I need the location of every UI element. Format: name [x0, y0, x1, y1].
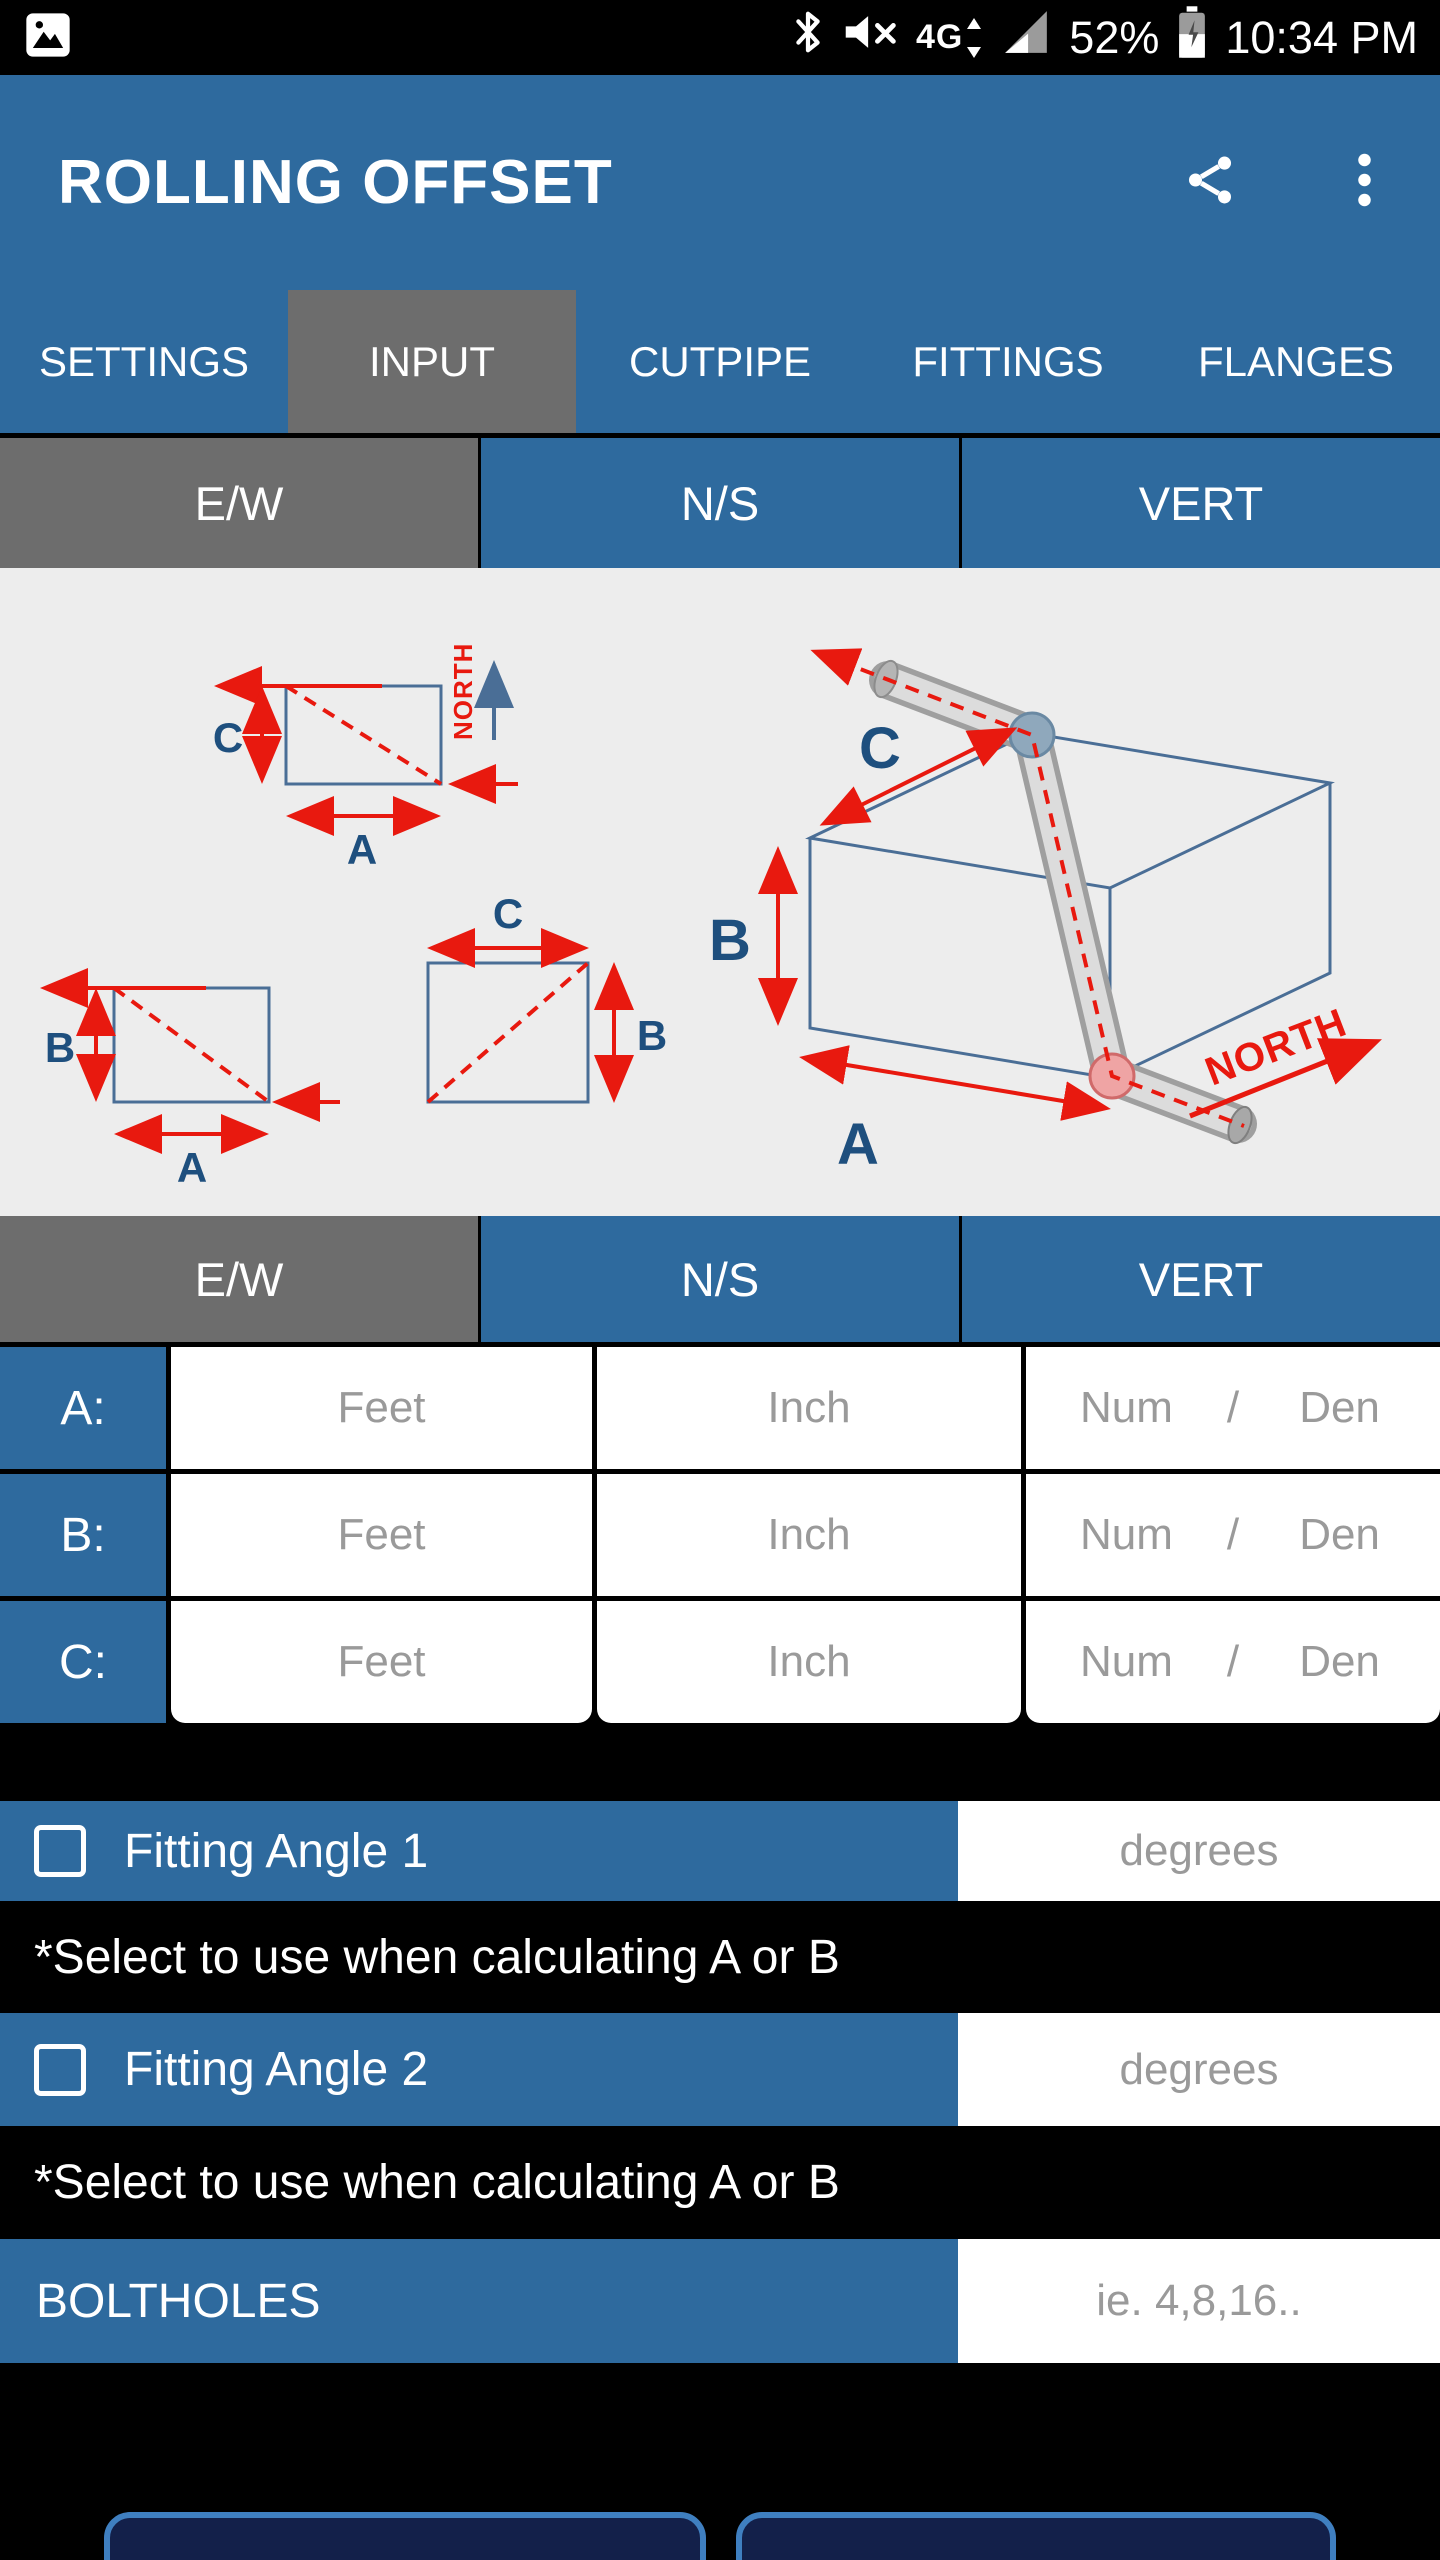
label-a-top: A: [347, 826, 377, 873]
label-b-iso: B: [709, 908, 751, 973]
plane-selector-top: E/W N/S VERT: [0, 438, 1440, 568]
mute-icon: [842, 9, 898, 66]
fitting-angle-1-row: Fitting Angle 1: [0, 1801, 1440, 1901]
a-feet-input[interactable]: [171, 1347, 592, 1469]
c-numerator-input[interactable]: [1056, 1601, 1197, 1723]
row-b-label: B:: [0, 1474, 166, 1596]
bluetooth-icon: [792, 7, 824, 68]
tab-input[interactable]: INPUT: [288, 290, 576, 433]
tab-settings[interactable]: SETTINGS: [38, 337, 250, 385]
status-bar: 4G 52% 10:34 PM: [0, 0, 1440, 75]
gallery-notification-icon: [22, 9, 74, 66]
fraction-slash: /: [1226, 1637, 1240, 1686]
fitting-angle-2-bar: Fitting Angle 2: [0, 2013, 958, 2126]
label-a-iso: A: [837, 1112, 879, 1177]
overflow-menu-icon[interactable]: [1357, 150, 1372, 215]
network-label: 4G: [915, 18, 964, 56]
fitting-angle-1-checkbox[interactable]: [34, 1825, 86, 1877]
signal-strength-icon: [1001, 7, 1051, 68]
fitting-angle-2-input[interactable]: [958, 2013, 1440, 2126]
row-c-label: C:: [0, 1601, 166, 1723]
diagram-3d-isometric: C B A NORTH: [709, 648, 1382, 1177]
fraction-slash: /: [1226, 1383, 1240, 1432]
label-a-bl: A: [177, 1144, 207, 1191]
row-b-fraction-cell: /: [1026, 1474, 1440, 1596]
label-c-mid: C: [493, 890, 523, 937]
row-c-feet-cell: [171, 1601, 592, 1723]
tab-cutpipe[interactable]: CUTPIPE: [628, 337, 812, 385]
label-b-mid: B: [637, 1012, 667, 1059]
diagram-2d-top: C A NORTH: [213, 643, 518, 873]
row-a-label: A:: [0, 1347, 166, 1469]
fitting-angle-2-label: Fitting Angle 2: [124, 2043, 429, 2096]
nav-tab-bar: SETTINGS INPUT CUTPIPE FITTINGS FLANGES: [0, 290, 1440, 438]
battery-icon: [1177, 5, 1207, 70]
footer: [0, 2363, 1440, 2560]
boltholes-label: BOLTHOLES: [36, 2274, 321, 2328]
row-c-fraction-cell: /: [1026, 1601, 1440, 1723]
action-button-right[interactable]: [736, 2512, 1336, 2560]
row-a-inch-cell: [597, 1347, 1021, 1469]
row-a-feet-cell: [171, 1347, 592, 1469]
fitting-angle-1-field-cell: [958, 1801, 1440, 1901]
plane-bottom-vert[interactable]: VERT: [959, 1216, 1440, 1342]
c-feet-input[interactable]: [171, 1601, 592, 1723]
page-title: ROLLING OFFSET: [58, 148, 613, 217]
tab-flanges[interactable]: FLANGES: [1197, 337, 1395, 385]
label-north-small: NORTH: [448, 643, 478, 740]
row-c-inch-cell: [597, 1601, 1021, 1723]
fitting-angle-2-row: Fitting Angle 2: [0, 2013, 1440, 2126]
pipe-3d: [869, 659, 1257, 1145]
fitting-angle-1-bar: Fitting Angle 1: [0, 1801, 958, 1901]
fitting-angle-2-field-cell: [958, 2013, 1440, 2126]
pipe-elbow-top: [1008, 711, 1056, 759]
app-bar: ROLLING OFFSET: [0, 75, 1440, 290]
fitting-note-1: *Select to use when calculating A or B: [0, 1901, 1440, 2013]
fraction-slash: /: [1226, 1510, 1240, 1559]
fitting-angle-2-checkbox[interactable]: [34, 2043, 86, 2096]
rolling-offset-diagram: C A NORTH B A C B: [0, 568, 1440, 1216]
diagram-2d-middle: C B: [426, 890, 667, 1104]
b-inch-input[interactable]: [597, 1474, 1021, 1596]
share-icon[interactable]: [1181, 151, 1239, 214]
tab-fittings[interactable]: FITTINGS: [912, 337, 1104, 385]
boltholes-field-cell: [958, 2239, 1440, 2363]
spacer: [0, 1723, 1440, 1801]
fitting-note-2: *Select to use when calculating A or B: [0, 2126, 1440, 2239]
a-denominator-input[interactable]: [1269, 1347, 1410, 1469]
fitting-angle-1-input[interactable]: [958, 1801, 1440, 1901]
row-b-feet-cell: [171, 1474, 592, 1596]
plane-top-ns[interactable]: N/S: [478, 438, 959, 568]
row-b-inch-cell: [597, 1474, 1021, 1596]
measurement-table: A: / B: / C: /: [0, 1342, 1440, 1723]
plane-bottom-ns[interactable]: N/S: [478, 1216, 959, 1342]
plane-selector-bottom: E/W N/S VERT: [0, 1216, 1440, 1342]
boltholes-row: BOLTHOLES: [0, 2239, 1440, 2363]
network-4g-icon: 4G: [916, 16, 983, 60]
b-denominator-input[interactable]: [1269, 1474, 1410, 1596]
diagram-2d-bottom-left: B A: [40, 968, 340, 1191]
action-button-left[interactable]: [104, 2512, 706, 2560]
a-numerator-input[interactable]: [1056, 1347, 1197, 1469]
plane-top-vert[interactable]: VERT: [959, 438, 1440, 568]
plane-top-ew[interactable]: E/W: [0, 438, 478, 568]
c-inch-input[interactable]: [597, 1601, 1021, 1723]
c-denominator-input[interactable]: [1269, 1601, 1410, 1723]
label-c-top: C: [213, 714, 243, 761]
b-numerator-input[interactable]: [1056, 1474, 1197, 1596]
fitting-angle-1-label: Fitting Angle 1: [124, 1824, 429, 1878]
b-feet-input[interactable]: [171, 1474, 592, 1596]
boltholes-input[interactable]: [958, 2239, 1440, 2363]
label-c-iso: C: [859, 716, 901, 781]
row-a-fraction-cell: /: [1026, 1347, 1440, 1469]
battery-percent-text: 52%: [1069, 11, 1160, 63]
label-b-bl: B: [45, 1024, 75, 1071]
plane-bottom-ew[interactable]: E/W: [0, 1216, 478, 1342]
a-inch-input[interactable]: [597, 1347, 1021, 1469]
boltholes-bar: BOLTHOLES: [0, 2239, 958, 2363]
clock-text: 10:34 PM: [1225, 11, 1418, 63]
